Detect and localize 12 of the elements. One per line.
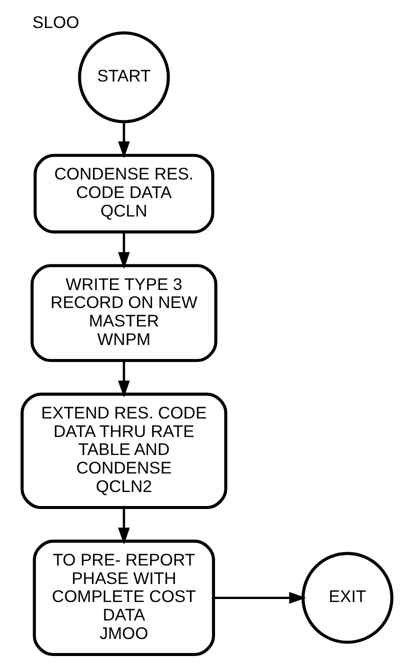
- node-box: WRITE TYPE 3 RECORD ON NEW MASTER WNPM: [30, 264, 217, 362]
- arrow: [213, 592, 306, 604]
- node-box: EXTEND RES. CODE DATA THRU RATE TABLE AND CONDENSE QCLN2: [20, 392, 227, 510]
- arrow: [118, 508, 130, 544]
- node-circle: START: [78, 31, 170, 124]
- arrow: [118, 360, 130, 398]
- arrow: [118, 232, 130, 270]
- node-label: SLOO: [32, 12, 79, 32]
- node-circle: EXIT: [301, 552, 393, 644]
- node-box: CONDENSE RES. CODE DATA QCLN: [33, 154, 214, 234]
- arrow: [118, 122, 130, 158]
- node-box: TO PRE- REPORT PHASE WITH COMPLETE COST DATA JMOO: [32, 540, 215, 656]
